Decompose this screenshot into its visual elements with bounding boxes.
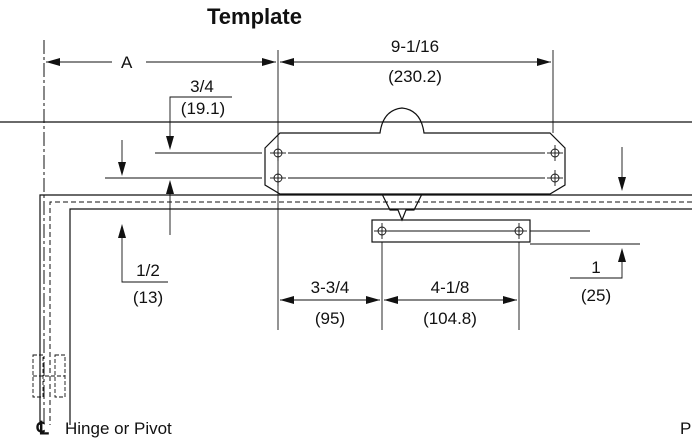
hinge-label: Hinge or Pivot <box>65 419 172 438</box>
bottom-offset-mm: (13) <box>133 288 163 307</box>
shoe-width-inches: 4-1/8 <box>431 278 470 297</box>
dimension-a-label: A <box>121 53 133 72</box>
dimension-width <box>280 58 551 66</box>
door-outline <box>39 194 692 425</box>
door-stop-line <box>69 208 692 425</box>
arm-shoe <box>371 193 590 243</box>
top-offset-mm: (19.1) <box>181 99 225 118</box>
shoe-width-mm: (104.8) <box>423 309 477 328</box>
top-offset-inches: 3/4 <box>190 77 214 96</box>
dimension-top-offset <box>118 96 232 176</box>
dimension-width-inches: 9-1/16 <box>391 37 439 56</box>
shoe-drop-mm: (25) <box>581 286 611 305</box>
dimension-shoe-width <box>384 296 517 304</box>
door-inner-dashed <box>49 201 692 425</box>
dimension-a <box>46 58 276 66</box>
dimension-shoe-drop <box>570 147 626 279</box>
closer-body <box>264 107 566 195</box>
dimension-arm-offset <box>280 296 380 304</box>
shoe-drop-inches: 1 <box>591 258 600 277</box>
centerline-symbol: ℄ <box>36 418 49 438</box>
extension-lines <box>105 50 640 330</box>
dimension-width-mm: (230.2) <box>388 67 442 86</box>
hinge-blocks <box>32 354 66 398</box>
arm-offset-mm: (95) <box>315 309 345 328</box>
arm-offset-inches: 3-3/4 <box>311 278 350 297</box>
dimension-bottom-offset <box>118 180 174 283</box>
diagram-title: Template <box>207 4 302 29</box>
edge-text-fragment: P <box>680 419 691 438</box>
bottom-offset-inches: 1/2 <box>136 261 160 280</box>
